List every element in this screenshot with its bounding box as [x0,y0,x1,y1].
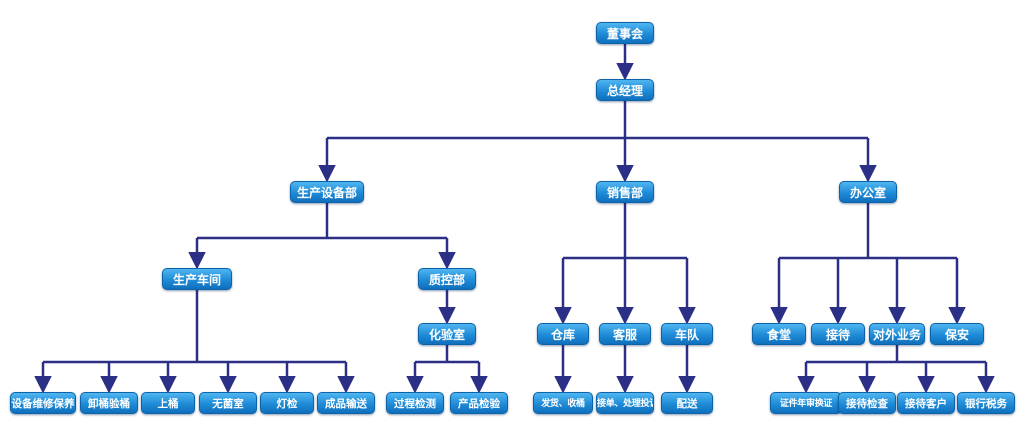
node-finished-transport: 成品输送 [317,392,375,414]
node-sterile-room: 无菌室 [199,392,257,414]
node-delivery: 配送 [661,392,713,414]
node-load-barrel: 上桶 [141,392,195,414]
node-qc-dept: 质控部 [418,268,476,290]
node-fleet: 车队 [661,323,713,345]
node-equipment-maintenance: 设备维修保养 [10,392,76,414]
node-warehouse: 仓库 [537,323,589,345]
node-lab: 化验室 [418,323,476,345]
node-unload-inspect: 卸桶验桶 [80,392,138,414]
node-reception: 接待 [811,323,865,345]
node-general-manager: 总经理 [596,79,654,101]
node-inspection-reception: 接待检查 [838,392,896,414]
node-bank-tax: 银行税务 [957,392,1015,414]
node-sales-dept: 销售部 [596,181,654,203]
node-process-test: 过程检测 [386,392,444,414]
node-production-dept: 生产设备部 [290,181,364,203]
node-light-inspect: 灯检 [260,392,314,414]
node-product-test: 产品检验 [450,392,508,414]
node-workshop: 生产车间 [162,268,232,290]
node-canteen: 食堂 [752,323,806,345]
node-office: 办公室 [839,181,897,203]
node-security: 保安 [930,323,984,345]
node-external-affairs: 对外业务 [869,323,925,345]
node-board: 董事会 [596,22,654,44]
node-license-renewal: 证件年审换证 [770,392,842,414]
node-customer-service: 客服 [599,323,651,345]
node-client-reception: 接待客户 [897,392,955,414]
node-ship-receive: 发货、收桶 [533,392,593,414]
node-orders-complaints: 接单、处理投诉 [596,392,654,414]
